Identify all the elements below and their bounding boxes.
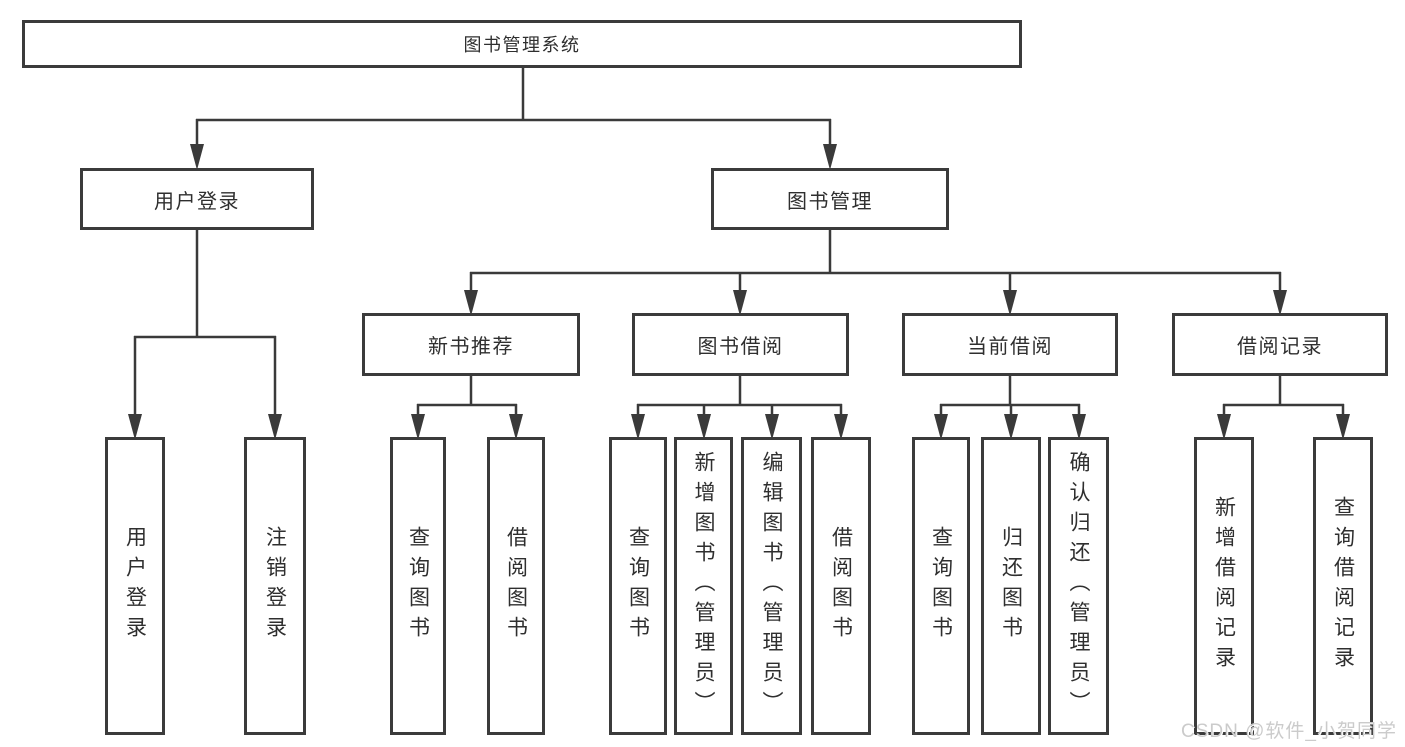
connector-borrowing-children	[631, 374, 848, 440]
leaf-return-book-label: 归还图书	[999, 526, 1023, 646]
leaf-logout: 注销登录	[244, 437, 306, 735]
leaf-edit-book-admin-label: 编辑图书（管理员）	[760, 451, 783, 721]
connector-records-children	[1217, 374, 1350, 440]
leaf-borrow-book-recommend-label: 借阅图书	[504, 526, 528, 646]
node-book-borrowing: 图书借阅	[632, 313, 849, 376]
leaf-borrow-book-borrowing: 借阅图书	[811, 437, 871, 735]
leaf-query-book-recommend-label: 查询图书	[406, 526, 430, 646]
leaf-query-book-borrowing: 查询图书	[609, 437, 667, 735]
connector-root-to-level2	[190, 67, 837, 170]
leaf-add-book-admin-label: 新增图书（管理员）	[692, 451, 715, 721]
node-root: 图书管理系统	[22, 20, 1022, 68]
leaf-return-book: 归还图书	[981, 437, 1041, 735]
leaf-user-login-label: 用户登录	[123, 526, 147, 646]
connector-current-children	[934, 374, 1086, 440]
connector-recommend-children	[411, 374, 523, 440]
node-user-login: 用户登录	[80, 168, 314, 230]
leaf-query-book-current: 查询图书	[912, 437, 970, 735]
leaf-query-book-recommend: 查询图书	[390, 437, 446, 735]
connector-user-login-children	[128, 228, 282, 440]
node-new-book-recommend: 新书推荐	[362, 313, 580, 376]
leaf-query-borrow-record-label: 查询借阅记录	[1331, 496, 1355, 676]
leaf-query-book-borrowing-label: 查询图书	[626, 526, 650, 646]
leaf-add-borrow-record: 新增借阅记录	[1194, 437, 1254, 735]
leaf-user-login: 用户登录	[105, 437, 165, 735]
leaf-edit-book-admin: 编辑图书（管理员）	[741, 437, 802, 735]
leaf-logout-label: 注销登录	[263, 526, 287, 646]
leaf-add-borrow-record-label: 新增借阅记录	[1212, 496, 1236, 676]
node-borrowing-records: 借阅记录	[1172, 313, 1388, 376]
leaf-confirm-return-admin: 确认归还（管理员）	[1048, 437, 1109, 735]
leaf-borrow-book-recommend: 借阅图书	[487, 437, 545, 735]
leaf-query-book-current-label: 查询图书	[929, 526, 953, 646]
node-current-borrowing: 当前借阅	[902, 313, 1118, 376]
node-book-management: 图书管理	[711, 168, 949, 230]
leaf-query-borrow-record: 查询借阅记录	[1313, 437, 1373, 735]
leaf-add-book-admin: 新增图书（管理员）	[674, 437, 733, 735]
connector-book-mgmt-children	[464, 228, 1287, 316]
leaf-borrow-book-borrowing-label: 借阅图书	[829, 526, 853, 646]
leaf-confirm-return-admin-label: 确认归还（管理员）	[1067, 451, 1090, 721]
